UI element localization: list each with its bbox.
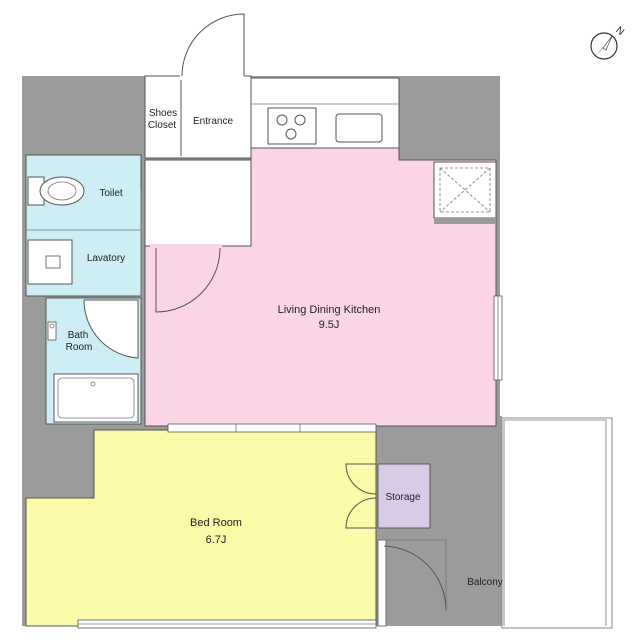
hall-area	[144, 159, 252, 247]
bed-room-size-label: 6.7J	[206, 534, 227, 546]
skylight-icon	[433, 161, 497, 224]
bed-room-label: Bed Room	[190, 517, 242, 529]
toilet-label: Toilet	[99, 188, 123, 199]
ldk-window	[493, 295, 503, 381]
storage-door	[345, 463, 377, 529]
balcony-label: Balcony	[467, 577, 503, 588]
storage-room	[377, 463, 431, 529]
bathtub-icon	[53, 373, 139, 423]
shower-tap-icon	[47, 321, 57, 341]
shoes-closet-label-2: Closet	[148, 120, 177, 131]
balcony-door	[377, 539, 447, 627]
balcony-railing	[503, 419, 607, 626]
entrance-label: Entrance	[193, 116, 233, 127]
lavatory-label: Lavatory	[87, 253, 125, 264]
ldk-size-label: 9.5J	[319, 319, 340, 331]
bath-door	[83, 299, 139, 359]
ldk-label: Living Dining Kitchen	[278, 304, 381, 316]
north-letter: N	[613, 25, 626, 38]
bed-room-window	[77, 619, 377, 629]
sliding-door	[167, 423, 377, 433]
balcony-area	[501, 417, 613, 629]
toilet-icon	[27, 176, 85, 206]
sink-icon	[335, 113, 383, 143]
storage-label: Storage	[385, 492, 420, 503]
wash-basin-icon	[27, 239, 73, 285]
ldk-door	[150, 244, 222, 313]
bath-room-label-2: Room	[66, 342, 93, 353]
bath-room-label-1: Bath	[68, 330, 89, 341]
entrance-door	[180, 13, 245, 78]
stove-icon	[267, 107, 317, 145]
north-arrow-icon: N	[590, 25, 626, 60]
shoes-closet-label-1: Shoes	[149, 108, 177, 119]
